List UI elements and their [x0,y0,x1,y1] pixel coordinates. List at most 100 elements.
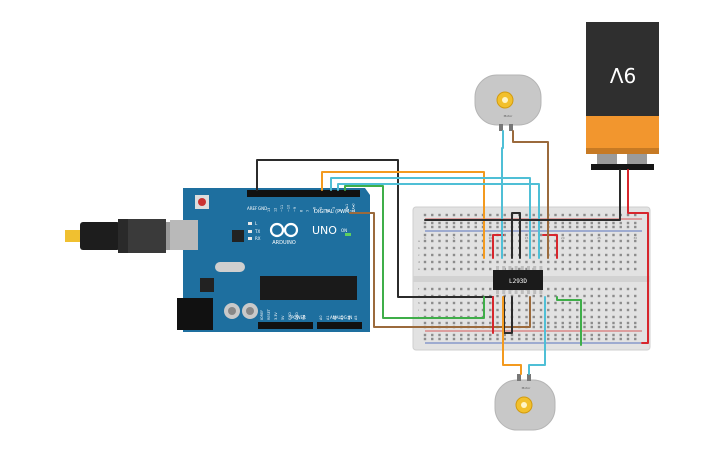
breadboard-hole[interactable] [496,213,499,217]
wire-brown-1[interactable] [349,212,531,328]
breadboard-hole[interactable] [489,225,492,229]
breadboard-hole[interactable] [445,287,448,291]
breadboard-hole[interactable] [460,301,463,305]
wire-red-battery[interactable] [627,169,649,344]
breadboard-hole[interactable] [539,260,543,264]
breadboard-hole[interactable] [590,233,593,237]
breadboard-hole[interactable] [481,333,485,337]
breadboard-hole[interactable] [626,333,630,337]
breadboard-hole[interactable] [597,239,601,243]
breadboard-hole[interactable] [431,260,434,264]
breadboard-hole[interactable] [583,233,586,237]
breadboard-hole[interactable] [634,287,637,291]
wire-green-1[interactable] [344,185,485,319]
breadboard-hole[interactable] [532,260,535,264]
breadboard-hole[interactable] [532,221,535,225]
breadboard-hole[interactable] [474,337,477,341]
breadboard-hole[interactable] [583,333,586,337]
breadboard-hole[interactable] [474,260,477,264]
breadboard-hole[interactable] [539,301,543,305]
breadboard-hole[interactable] [423,267,427,271]
breadboard-hole[interactable] [445,246,448,250]
breadboard-hole[interactable] [561,253,564,257]
breadboard-hole[interactable] [597,308,601,312]
breadboard-hole[interactable] [474,267,477,271]
breadboard-hole[interactable] [489,315,492,319]
breadboard-hole[interactable] [452,239,456,243]
breadboard-hole[interactable] [634,213,637,217]
breadboard-hole[interactable] [583,239,586,243]
breadboard-hole[interactable] [525,267,528,271]
breadboard-hole[interactable] [532,294,535,298]
power-header[interactable] [258,322,313,329]
breadboard-hole[interactable] [554,325,557,329]
breadboard-hole[interactable] [626,294,630,298]
breadboard-hole[interactable] [467,239,470,243]
breadboard-hole[interactable] [619,233,622,237]
breadboard-hole[interactable] [474,287,477,291]
breadboard-hole[interactable] [481,267,485,271]
breadboard-hole[interactable] [583,315,586,319]
breadboard-hole[interactable] [431,308,434,312]
breadboard-hole[interactable] [525,315,528,319]
breadboard-hole[interactable] [467,233,470,237]
breadboard-hole[interactable] [626,233,630,237]
breadboard-hole[interactable] [467,337,470,341]
breadboard-hole[interactable] [590,225,593,229]
breadboard-hole[interactable] [467,260,470,264]
breadboard-hole[interactable] [467,213,470,217]
breadboard-hole[interactable] [539,308,543,312]
breadboard-hole[interactable] [568,267,572,271]
breadboard-hole[interactable] [460,287,463,291]
breadboard-hole[interactable] [438,246,441,250]
breadboard-hole[interactable] [597,260,601,264]
breadboard-hole[interactable] [605,246,608,250]
breadboard-hole[interactable] [467,301,470,305]
breadboard-hole[interactable] [460,233,463,237]
analog-header[interactable] [317,322,362,329]
battery-9v[interactable]: 9V [586,22,659,170]
breadboard-hole[interactable] [489,239,492,243]
breadboard-hole[interactable] [554,253,557,257]
breadboard-hole[interactable] [576,308,579,312]
breadboard-hole[interactable] [612,267,615,271]
breadboard-hole[interactable] [445,233,448,237]
breadboard-hole[interactable] [605,239,608,243]
breadboard-hole[interactable] [612,287,615,291]
breadboard-hole[interactable] [503,337,506,341]
breadboard-hole[interactable] [539,315,543,319]
breadboard-hole[interactable] [626,301,630,305]
breadboard-hole[interactable] [431,246,434,250]
breadboard-hole[interactable] [423,287,427,291]
breadboard-hole[interactable] [525,337,528,341]
breadboard-hole[interactable] [503,260,506,264]
breadboard-hole[interactable] [583,294,586,298]
breadboard-hole[interactable] [590,253,593,257]
breadboard-hole[interactable] [561,225,564,229]
breadboard-hole[interactable] [576,260,579,264]
breadboard-hole[interactable] [568,239,572,243]
breadboard-hole[interactable] [626,239,630,243]
breadboard-hole[interactable] [525,260,528,264]
breadboard-hole[interactable] [554,221,557,225]
breadboard-hole[interactable] [496,333,499,337]
breadboard-hole[interactable] [597,246,601,250]
breadboard-hole[interactable] [590,287,593,291]
breadboard-hole[interactable] [576,337,579,341]
breadboard-hole[interactable] [576,315,579,319]
breadboard-hole[interactable] [431,213,434,217]
breadboard-hole[interactable] [612,225,615,229]
breadboard-hole[interactable] [612,315,615,319]
breadboard-hole[interactable] [525,301,528,305]
breadboard-hole[interactable] [626,253,630,257]
breadboard-hole[interactable] [525,308,528,312]
breadboard-hole[interactable] [438,321,441,325]
breadboard-hole[interactable] [626,325,630,329]
breadboard-hole[interactable] [445,260,448,264]
breadboard-hole[interactable] [503,253,506,257]
breadboard-hole[interactable] [431,239,434,243]
breadboard-hole[interactable] [561,308,564,312]
breadboard-hole[interactable] [532,315,535,319]
breadboard-hole[interactable] [605,233,608,237]
